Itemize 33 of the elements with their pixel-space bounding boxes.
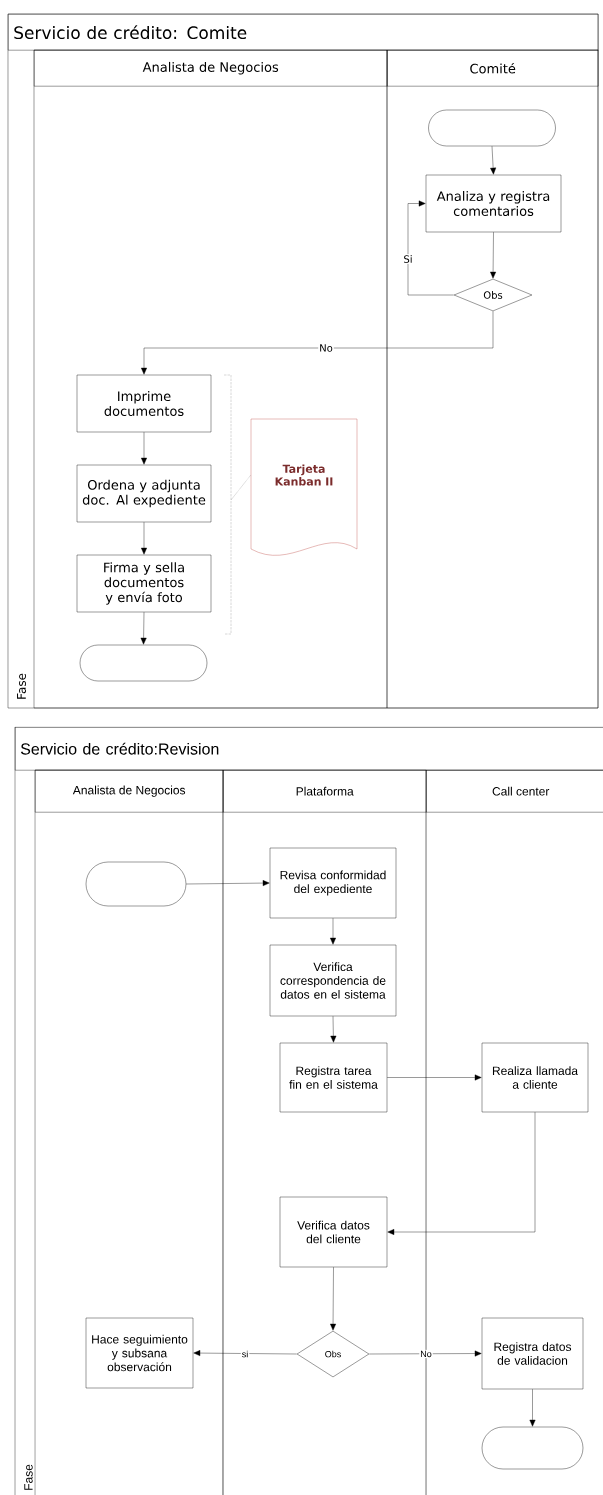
phase-label: Fase — [24, 1464, 33, 1490]
process-box: Analiza y registra comentarios — [425, 174, 562, 233]
arrow — [387, 1074, 482, 1081]
process-box: Ordena y adjunta doc. Al expediente — [76, 464, 212, 523]
arrow — [387, 1112, 536, 1235]
process-box: Verifica datos del cliente — [279, 1196, 388, 1268]
process-box: Firma y sella documentos y envía foto — [76, 554, 212, 613]
arrow — [490, 232, 496, 279]
process-box: Registra datos de validacion — [481, 1317, 584, 1390]
arrow — [529, 1389, 536, 1427]
arrow — [193, 1350, 297, 1356]
edge-label: si — [240, 1349, 250, 1359]
edge-label: Si — [402, 254, 414, 264]
arrow — [186, 880, 270, 887]
arrow — [330, 1267, 336, 1331]
arrow — [141, 432, 147, 465]
arrow — [407, 200, 454, 296]
arrow — [490, 146, 497, 175]
arrow — [330, 1016, 337, 1043]
phase-label: Fase — [17, 673, 26, 699]
arrow — [140, 612, 147, 645]
arrow — [330, 918, 336, 945]
arrow — [141, 522, 147, 555]
arrow — [369, 1350, 482, 1357]
edge-label: No — [318, 343, 334, 353]
edge-label: No — [419, 1349, 433, 1359]
process-box: Registra tarea fin en el sistema — [279, 1042, 388, 1113]
process-box: Imprime documentos — [76, 374, 212, 433]
process-box: Revisa conformidad del expediente — [269, 847, 397, 919]
process-box: Realiza llamada a cliente — [481, 1042, 589, 1113]
arrow — [141, 311, 494, 375]
process-box: Hace seguimiento y subsana observación — [85, 1317, 194, 1389]
process-box: Verifica correspondencia de datos en el sistema — [269, 944, 397, 1017]
